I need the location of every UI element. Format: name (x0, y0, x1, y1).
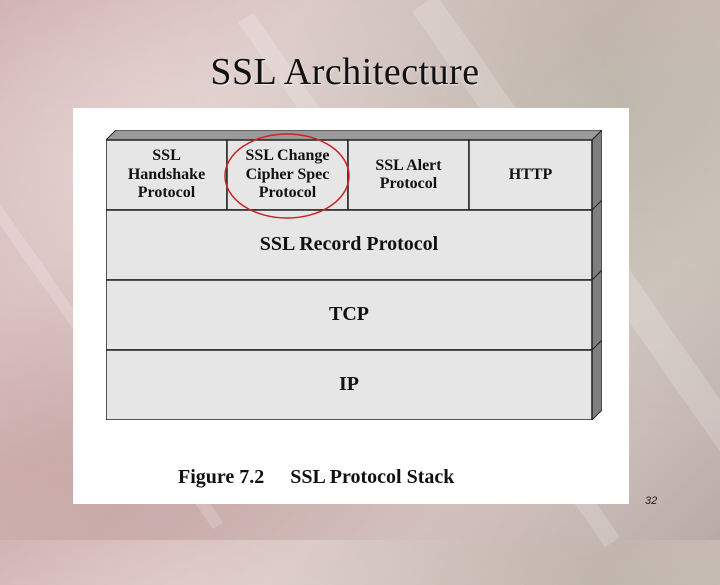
change-cipher-spec-label: SSL Change Cipher Spec Protocol (245, 147, 330, 202)
figure-caption-text: SSL Protocol Stack (290, 466, 455, 488)
alert-protocol-label: SSL Alert Protocol (375, 156, 442, 192)
protocol-stack-shapes (106, 130, 602, 420)
stack-top-face (106, 130, 602, 141)
handshake-protocol-label: SSL Handshake Protocol (127, 147, 206, 202)
protocol-stack-diagram: SSL Handshake Protocol SSL Change Cipher… (106, 130, 602, 420)
record-layer-box (106, 209, 593, 281)
record-protocol-label: SSL Record Protocol (259, 232, 439, 255)
figure-number: Figure 7.2 (178, 466, 265, 488)
alert-box (347, 139, 470, 211)
tcp-layer-box (106, 279, 593, 351)
slide-title: SSL Architecture (210, 51, 480, 93)
tcp-label: TCP (329, 302, 369, 325)
http-box (468, 139, 593, 211)
highlight-circle (224, 133, 350, 219)
page-number: 32 (645, 495, 658, 507)
ip-label: IP (339, 372, 359, 395)
http-label: HTTP (508, 165, 553, 183)
figure-caption: Figure 7.2 SSL Protocol Stack (178, 466, 454, 489)
ip-layer-box (106, 349, 593, 420)
